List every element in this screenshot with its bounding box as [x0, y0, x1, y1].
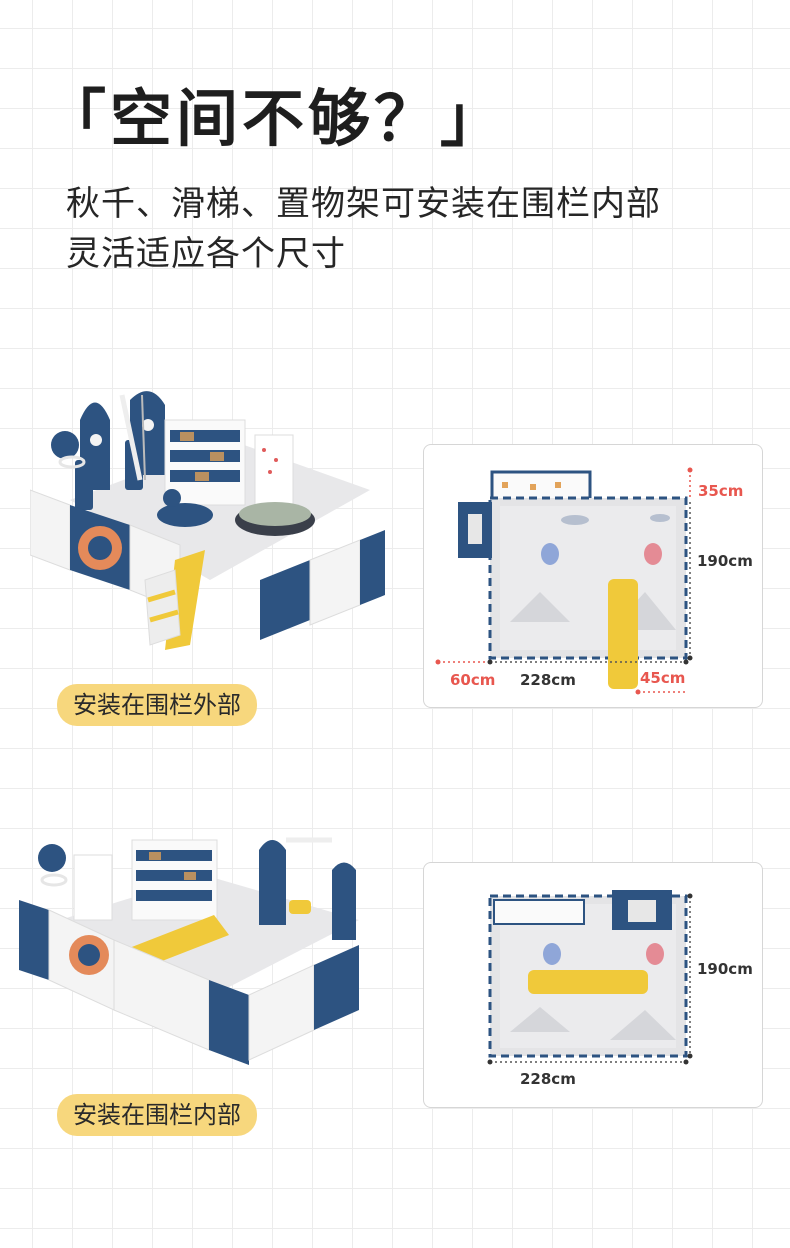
- install-outside-label: 安装在围栏外部: [57, 684, 257, 726]
- dim-height-190-inside: 190cm: [697, 960, 753, 978]
- dim-width-228-inside: 228cm: [520, 1070, 576, 1088]
- page-title: 「空间不够？」: [44, 82, 507, 155]
- dim-width-228: 228cm: [520, 671, 576, 689]
- dim-top-35: 35cm: [698, 482, 744, 500]
- top-view-outside-diagram: [435, 467, 693, 695]
- subtitle-line-2: 灵活适应各个尺寸: [66, 234, 346, 274]
- dim-right-45: 45cm: [640, 669, 686, 687]
- dim-left-60: 60cm: [450, 671, 496, 689]
- subtitle-line-1: 秋千、滑梯、置物架可安装在围栏内部: [66, 184, 661, 224]
- playpen-outside-illustration: [30, 391, 385, 650]
- dim-height-190: 190cm: [697, 552, 753, 570]
- playpen-inside-illustration: [19, 837, 359, 1065]
- top-view-inside-diagram: [487, 890, 693, 1065]
- install-inside-label: 安装在围栏内部: [57, 1094, 257, 1136]
